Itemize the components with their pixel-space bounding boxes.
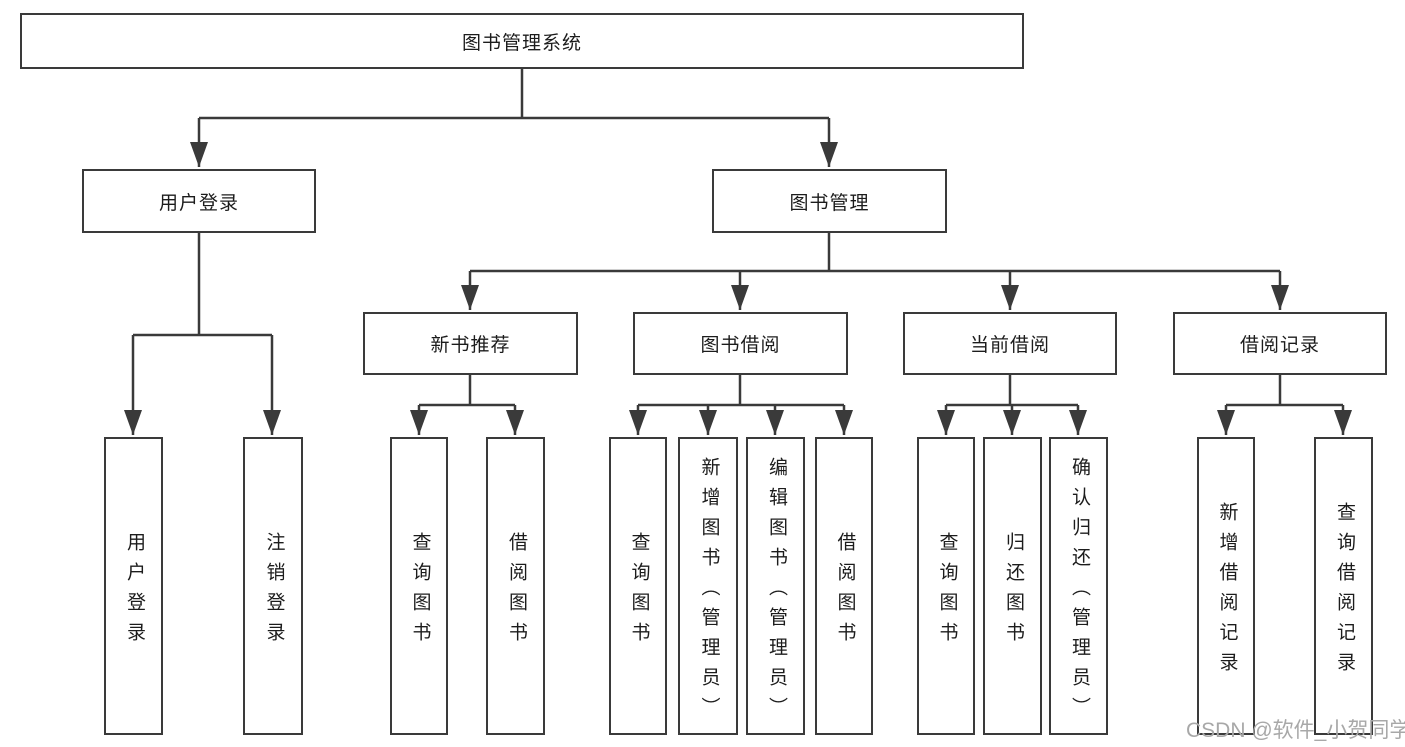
leaf-nb-borrow-books-label: 借阅图书 [505,531,527,652]
leaf-nb-query-books: 查询图书 [390,437,448,735]
node-book-management: 图书管理 [712,169,947,233]
node-library-system-label: 图书管理系统 [461,32,582,54]
node-new-book-recommend: 新书推荐 [363,312,578,375]
node-book-borrowing: 图书借阅 [633,312,848,375]
node-book-management-label: 图书管理 [789,192,870,214]
node-user-login-label: 用户登录 [158,192,239,214]
leaf-bb-add-books-admin-label: 新增图书（管理员） [698,456,720,727]
leaf-cb-query-books-label: 查询图书 [936,531,958,652]
leaf-user-login-label: 用户登录 [123,531,145,652]
leaf-cb-query-books: 查询图书 [917,437,975,735]
leaf-cb-confirm-return-admin: 确认归还（管理员） [1049,437,1108,735]
leaf-logout: 注销登录 [243,437,303,735]
leaf-br-add-record-label: 新增借阅记录 [1216,501,1238,682]
leaf-bb-query-books: 查询图书 [609,437,667,735]
leaf-nb-query-books-label: 查询图书 [409,531,431,652]
node-current-borrowing-label: 当前借阅 [969,335,1050,356]
leaf-bb-borrow-books: 借阅图书 [815,437,873,735]
node-new-book-recommend-label: 新书推荐 [430,335,511,356]
node-borrow-records-label: 借阅记录 [1239,335,1320,356]
csdn-watermark: CSDN @软件_小贺同学 [1186,719,1405,742]
node-borrow-records: 借阅记录 [1173,312,1387,375]
leaf-cb-return-books: 归还图书 [983,437,1042,735]
leaf-bb-query-books-label: 查询图书 [628,531,650,652]
leaf-cb-confirm-return-admin-label: 确认归还（管理员） [1068,456,1090,727]
leaf-user-login: 用户登录 [104,437,163,735]
leaf-br-add-record: 新增借阅记录 [1197,437,1255,735]
leaf-cb-return-books-label: 归还图书 [1002,531,1024,652]
leaf-bb-edit-books-admin: 编辑图书（管理员） [746,437,805,735]
node-book-borrowing-label: 图书借阅 [700,335,781,356]
leaf-br-query-record-label: 查询借阅记录 [1333,501,1355,682]
leaf-logout-label: 注销登录 [263,531,285,652]
leaf-br-query-record: 查询借阅记录 [1314,437,1373,735]
leaf-bb-add-books-admin: 新增图书（管理员） [678,437,738,735]
node-user-login: 用户登录 [82,169,316,233]
node-library-system: 图书管理系统 [20,13,1024,69]
node-current-borrowing: 当前借阅 [903,312,1117,375]
leaf-bb-edit-books-admin-label: 编辑图书（管理员） [765,456,787,727]
leaf-bb-borrow-books-label: 借阅图书 [834,531,856,652]
leaf-nb-borrow-books: 借阅图书 [486,437,545,735]
